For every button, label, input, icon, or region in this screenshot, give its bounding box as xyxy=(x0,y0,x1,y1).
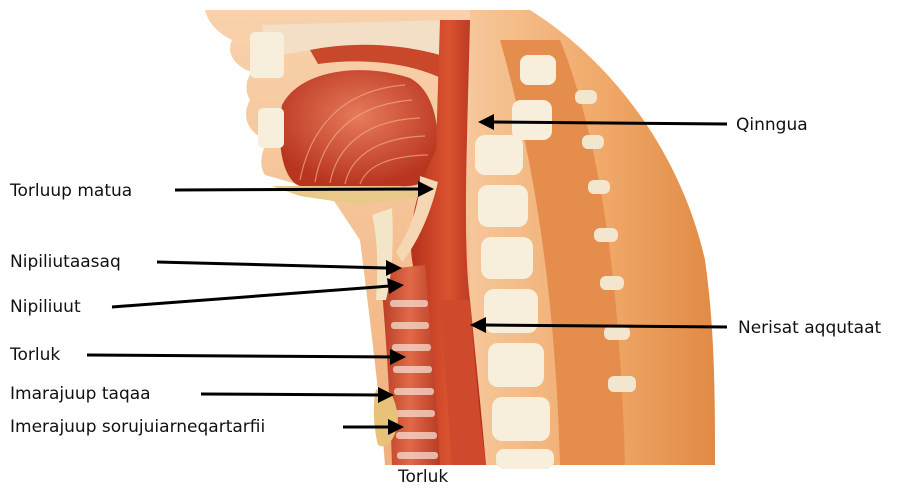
label-nerisat-aqqutaat: Nerisat aqqutaat xyxy=(738,318,881,338)
label-nipiliuut: Nipiliuut xyxy=(10,297,81,317)
label-torluk-bottom: Torluk xyxy=(398,467,448,487)
label-torluup-matua: Torluup matua xyxy=(10,181,132,201)
label-imarajuup-taqaa: Imarajuup taqaa xyxy=(10,384,151,404)
tongue xyxy=(280,70,439,186)
label-torluk-left: Torluk xyxy=(10,345,60,365)
label-qinngua: Qinngua xyxy=(736,115,808,135)
label-imerajuup-sorujuiarneqartarfii: Imerajuup sorujuiarneqartarfii xyxy=(10,417,265,437)
lower-teeth xyxy=(258,108,284,148)
label-nipiliutaasaq: Nipiliutaasaq xyxy=(10,252,121,272)
upper-teeth xyxy=(250,32,284,78)
